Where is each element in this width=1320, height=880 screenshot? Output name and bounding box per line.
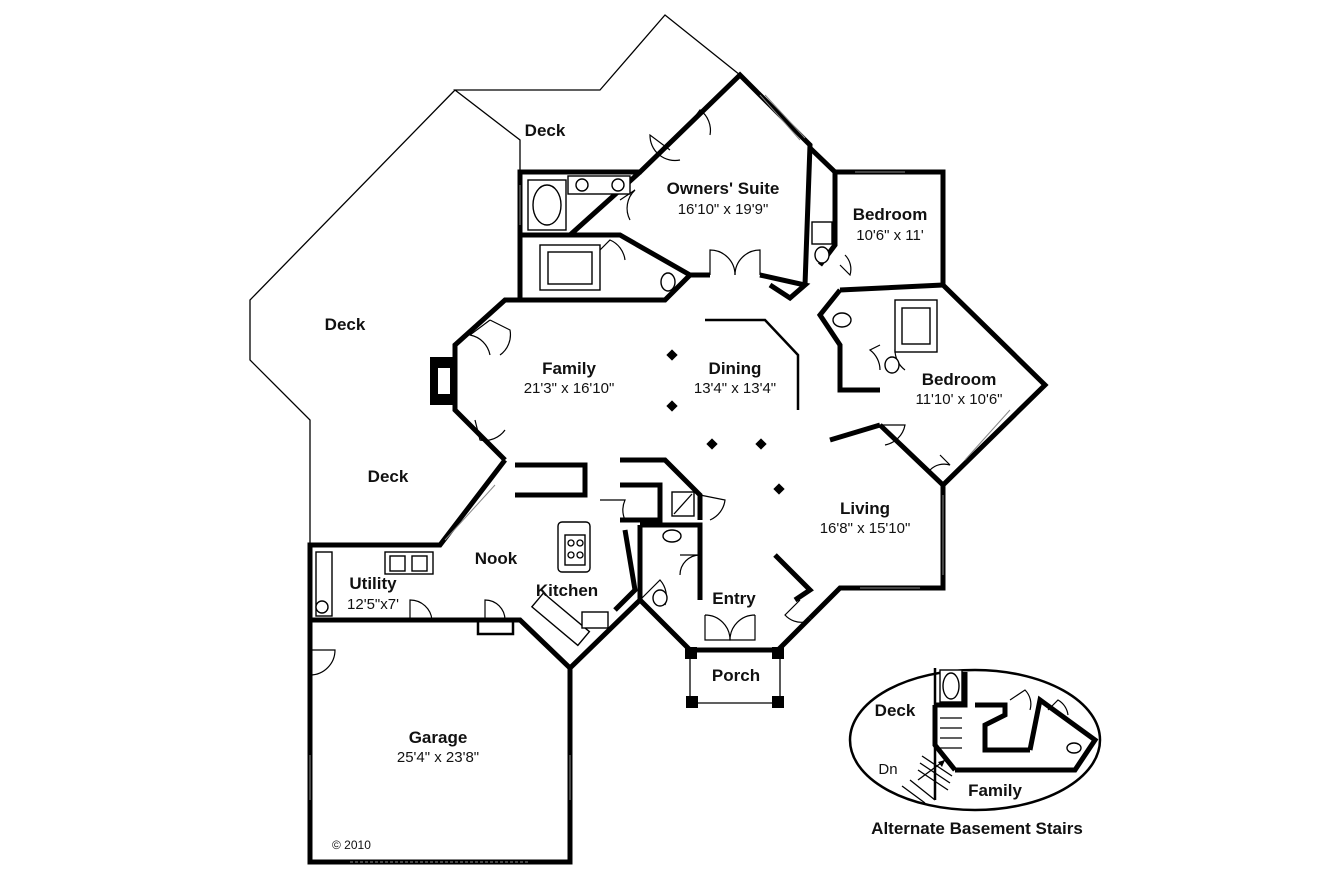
deck-lower-label: Deck [368,467,409,486]
bedroom-2-dims: 11'10' x 10'6" [915,391,1002,408]
fixtures [315,175,938,647]
dining-dims: 13'4" x 13'4" [694,380,776,397]
utility-dims: 12'5"x7' [347,596,399,613]
inset-alternate-stairs: Deck Dn Family Alternate Basement Stairs [848,668,1102,838]
kitchen-label: Kitchen [536,581,598,600]
owners-suite-dims: 16'10" x 19'9" [678,201,769,218]
living-dims: 16'8" x 15'10" [820,520,911,537]
bedroom-2-label: Bedroom [922,370,997,389]
inset-caption: Alternate Basement Stairs [871,819,1083,838]
living-label: Living [840,499,890,518]
owners-suite-label: Owners' Suite [667,179,780,198]
room-labels: Deck Deck Deck Owners' Suite 16'10" x 19… [325,121,1003,852]
inset-down-label: Dn [878,761,897,778]
entry-label: Entry [712,589,756,608]
stair-treads [901,717,962,804]
deck-outline [249,14,741,545]
copyright-text: © 2010 [332,838,371,852]
inset-family-label: Family [968,781,1022,800]
garage-label: Garage [409,728,468,747]
bedroom-1-dims: 10'6" x 11' [856,227,924,244]
bedroom-1-label: Bedroom [853,205,928,224]
deck-left-label: Deck [325,315,366,334]
garage-dims: 25'4" x 23'8" [397,749,479,766]
columns [666,318,800,708]
porch-label: Porch [712,666,760,685]
nook-label: Nook [475,549,518,568]
dining-label: Dining [709,359,762,378]
utility-label: Utility [349,574,397,593]
family-dims: 21'3" x 16'10" [524,380,615,397]
family-label: Family [542,359,596,378]
inset-deck-label: Deck [875,701,916,720]
deck-top-label: Deck [525,121,566,140]
doors [309,109,951,676]
windows [309,94,1011,863]
